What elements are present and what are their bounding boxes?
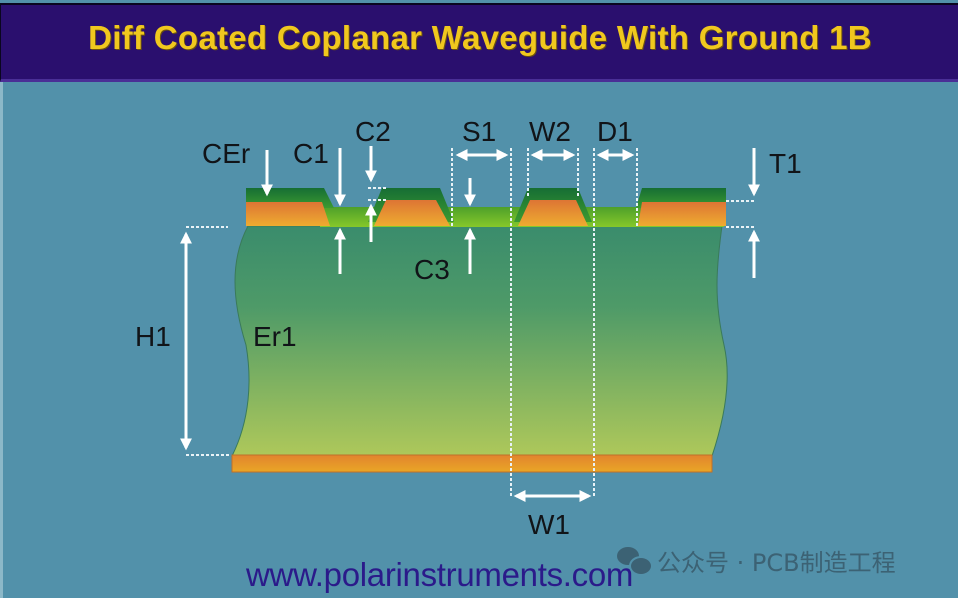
watermark-text: 公众号 · PCB制造工程 bbox=[657, 548, 896, 577]
label-cer: CEr bbox=[202, 138, 250, 169]
wechat-icon bbox=[617, 545, 653, 576]
label-er1: Er1 bbox=[253, 321, 297, 352]
dimension-guides bbox=[186, 148, 754, 498]
label-h1: H1 bbox=[135, 321, 171, 352]
label-c2: C2 bbox=[355, 116, 391, 147]
title-bar: Diff Coated Coplanar Waveguide With Grou… bbox=[0, 3, 958, 82]
ground-plane bbox=[231, 454, 713, 473]
trace-1-copper bbox=[374, 200, 450, 226]
top-border bbox=[0, 0, 958, 3]
website-url[interactable]: www.polarinstruments.com bbox=[246, 556, 634, 593]
label-t1: T1 bbox=[769, 148, 802, 179]
label-c1: C1 bbox=[293, 138, 329, 169]
label-d1: D1 bbox=[597, 116, 633, 147]
right-ground-copper bbox=[638, 202, 726, 226]
left-ground-copper bbox=[246, 202, 330, 226]
dielectric-substrate bbox=[231, 225, 728, 457]
diagram-title: Diff Coated Coplanar Waveguide With Grou… bbox=[88, 19, 872, 56]
watermark: 公众号 · PCB制造工程 bbox=[617, 541, 896, 579]
label-c3: C3 bbox=[414, 254, 450, 285]
label-w1: W1 bbox=[528, 509, 570, 540]
trace-2-copper bbox=[518, 200, 588, 226]
label-w2: W2 bbox=[529, 116, 571, 147]
label-s1: S1 bbox=[462, 116, 496, 147]
